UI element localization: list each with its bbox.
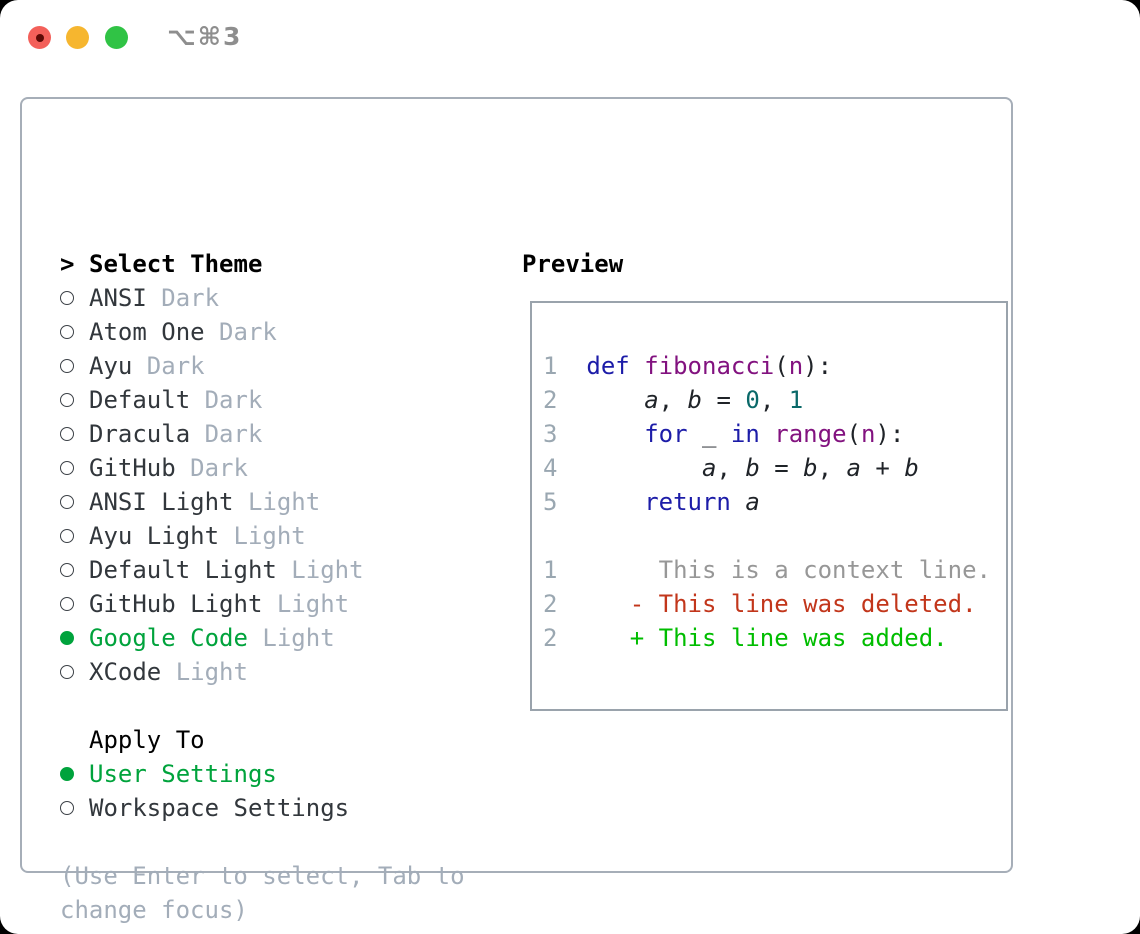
diff-context-line: 1 This is a context line. (543, 553, 991, 587)
line-number: 1 (543, 556, 558, 584)
code-line: 3 for _ in range(n): (543, 417, 991, 451)
line-number: 5 (543, 488, 558, 516)
theme-variant-label: Light (219, 522, 306, 550)
radio-unselected-icon (60, 529, 74, 543)
line-number: 4 (543, 454, 558, 482)
line-number: 3 (543, 420, 558, 448)
apply-option-label: Workspace Settings (89, 794, 350, 822)
focus-pointer-icon: > (60, 250, 75, 278)
line-number: 2 (543, 590, 558, 618)
spacer-row (60, 689, 465, 723)
diff-added-line: 2 + This line was added. (543, 621, 991, 655)
theme-option-label: GitHub (89, 454, 176, 482)
theme-variant-label: Light (276, 556, 364, 584)
theme-option-label: Ayu (89, 352, 133, 380)
radio-unselected-icon (60, 597, 74, 611)
preview-header: Preview (522, 250, 624, 278)
theme-option-label: Atom One (89, 318, 205, 346)
radio-unselected-icon (60, 563, 74, 577)
theme-option-ayu-light[interactable]: Ayu Light Light (60, 519, 465, 553)
theme-option-default-light[interactable]: Default Light Light (60, 553, 465, 587)
radio-unselected-icon (60, 461, 74, 475)
code-line: 2 a, b = 0, 1 (543, 383, 991, 417)
line-number: 2 (543, 624, 558, 652)
theme-variant-label: Dark (190, 420, 263, 448)
help-text-line-2: change focus) (60, 896, 248, 924)
theme-option-ansi[interactable]: ANSI Dark (60, 281, 465, 315)
theme-list-header: Select Theme (89, 250, 263, 278)
radio-unselected-icon (60, 427, 74, 441)
code-line: 5 return a (543, 485, 991, 519)
theme-option-ayu[interactable]: Ayu Dark (60, 349, 465, 383)
theme-option-label: Dracula (89, 420, 191, 448)
radio-selected-icon (60, 767, 74, 781)
radio-selected-icon (60, 631, 74, 645)
apply-to-header-row: Apply To (60, 723, 465, 757)
theme-variant-label: Dark (190, 386, 263, 414)
line-number: 2 (543, 386, 558, 414)
theme-variant-label: Dark (204, 318, 277, 346)
theme-option-label: ANSI Light (89, 488, 234, 516)
blank-line (543, 519, 991, 553)
apply-to-header: Apply To (89, 726, 205, 754)
line-number: 1 (543, 352, 558, 380)
theme-variant-label: Dark (146, 284, 220, 312)
theme-option-label: XCode (89, 658, 162, 686)
edited-indicator-dot (35, 33, 44, 42)
theme-option-label: GitHub Light (89, 590, 263, 618)
theme-list-header-row: > Select Theme (60, 247, 465, 281)
theme-option-default[interactable]: Default Dark (60, 383, 465, 417)
window-title: ⌥⌘3 (167, 22, 243, 51)
theme-option-atom-one[interactable]: Atom One Dark (60, 315, 465, 349)
theme-option-xcode[interactable]: XCode Light (60, 655, 465, 689)
theme-option-ansi-light[interactable]: ANSI Light Light (60, 485, 465, 519)
theme-option-github-light[interactable]: GitHub Light Light (60, 587, 465, 621)
theme-option-label: Google Code (89, 624, 248, 652)
theme-variant-label: Light (262, 590, 350, 618)
theme-variant-label: Light (161, 658, 248, 686)
diff-deleted-line: 2 - This line was deleted. (543, 587, 991, 621)
theme-variant-label: Dark (132, 352, 205, 380)
apply-option-user-settings[interactable]: User Settings (60, 757, 465, 791)
theme-option-github[interactable]: GitHub Dark (60, 451, 465, 485)
spacer-row (60, 825, 465, 859)
radio-unselected-icon (60, 801, 74, 815)
apply-option-workspace-settings[interactable]: Workspace Settings (60, 791, 465, 825)
theme-option-label: Default (89, 386, 191, 414)
theme-option-label: Default Light (89, 556, 277, 584)
radio-unselected-icon (60, 291, 74, 305)
theme-option-label: Ayu Light (89, 522, 220, 550)
radio-unselected-icon (60, 325, 74, 339)
radio-unselected-icon (60, 393, 74, 407)
theme-variant-label: Light (247, 624, 335, 652)
code-line: 4 a, b = b, a + b (543, 451, 991, 485)
theme-variant-label: Light (233, 488, 321, 516)
radio-unselected-icon (60, 665, 74, 679)
close-button[interactable] (28, 26, 51, 49)
minimize-button[interactable] (66, 26, 89, 49)
zoom-button[interactable] (105, 26, 128, 49)
radio-unselected-icon (60, 359, 74, 373)
theme-variant-label: Dark (175, 454, 248, 482)
theme-option-google-code[interactable]: Google Code Light (60, 621, 465, 655)
help-text-line-1: (Use Enter to select, Tab to (60, 862, 465, 890)
apply-option-label: User Settings (89, 760, 277, 788)
theme-option-label: ANSI (89, 284, 147, 312)
theme-option-dracula[interactable]: Dracula Dark (60, 417, 465, 451)
radio-unselected-icon (60, 495, 74, 509)
